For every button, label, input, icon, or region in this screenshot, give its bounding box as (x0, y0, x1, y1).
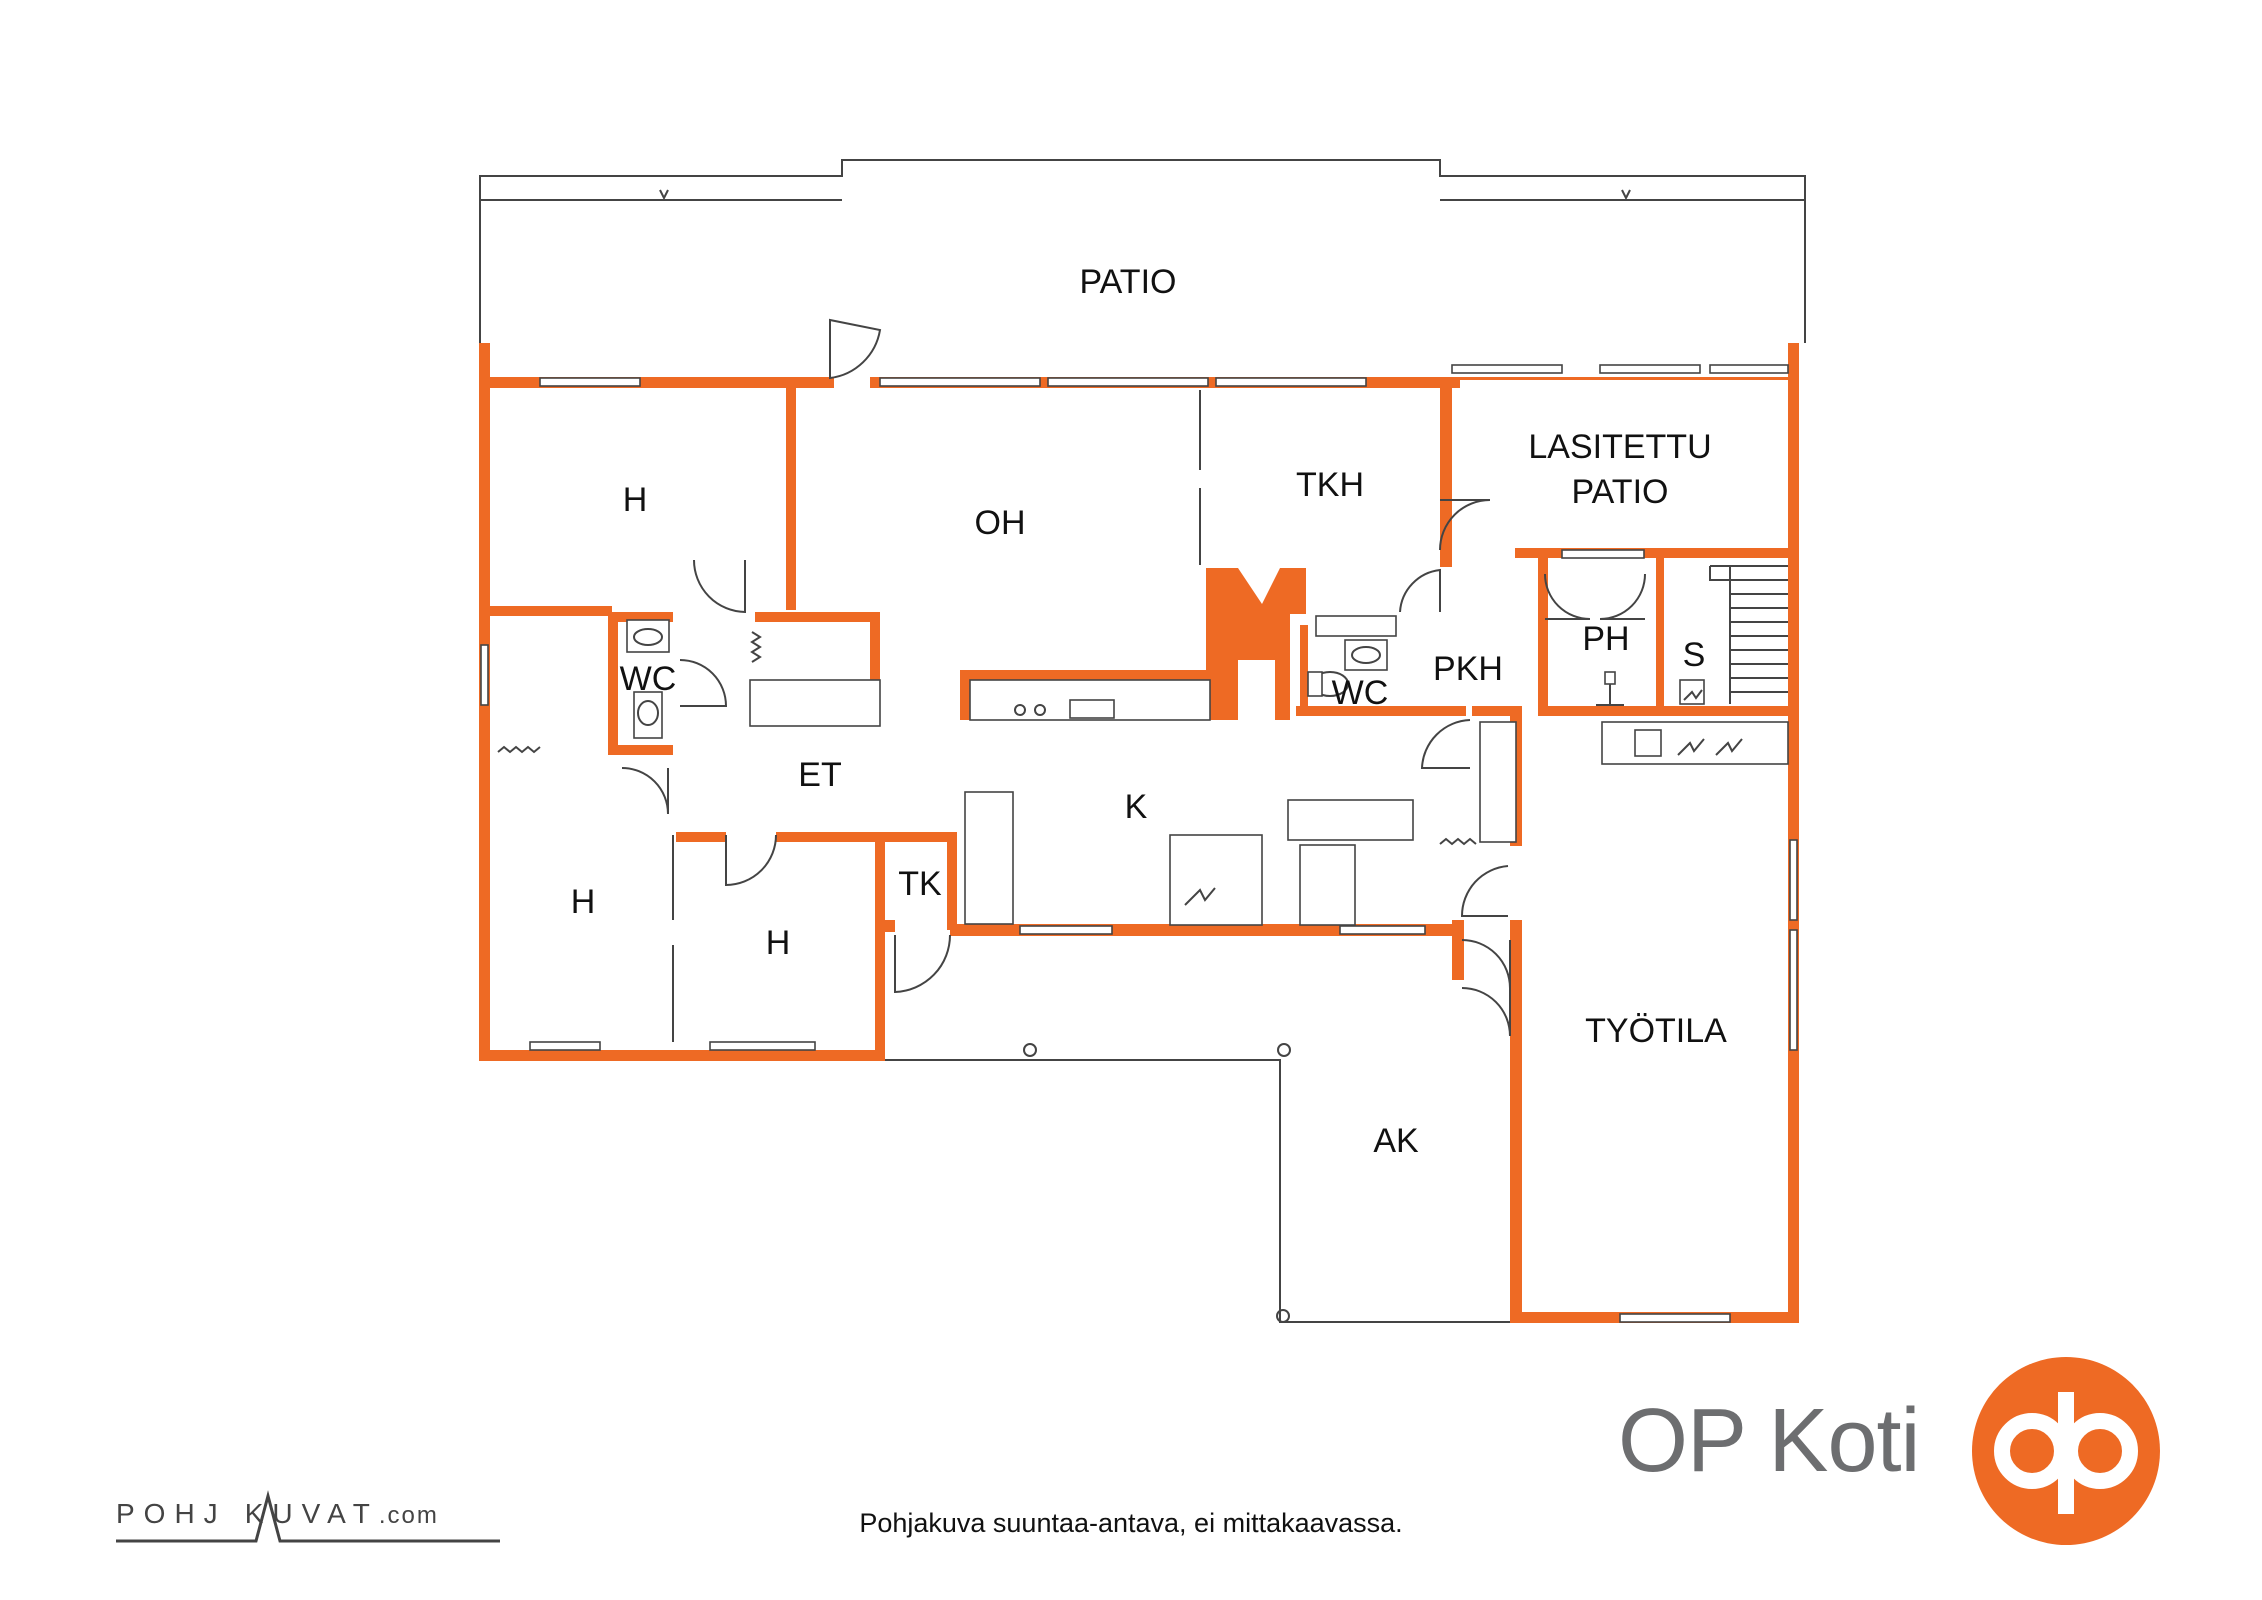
doors (621, 318, 1646, 1037)
disclaimer-caption: Pohjakuva suuntaa-antava, ei mittakaavas… (859, 1508, 1403, 1538)
room-label-h-top: H (623, 481, 648, 519)
watermark-right: KUVAT (244, 1498, 379, 1529)
room-label-lasitettu-line1: LASITETTU (1528, 428, 1711, 466)
room-label-wc-center: WC (1332, 674, 1389, 712)
watermark: POHJ KUVAT.com (116, 1498, 439, 1530)
watermark-left: POHJ (116, 1498, 227, 1529)
room-label-tk: TK (898, 865, 942, 903)
room-label-k: K (1125, 788, 1148, 826)
room-label-lasitettu-line2: PATIO (1572, 473, 1669, 511)
watermark-graphic (116, 1490, 500, 1543)
room-label-s: S (1683, 636, 1706, 674)
room-label-pkh: PKH (1433, 650, 1503, 688)
room-label-patio: PATIO (1080, 263, 1177, 301)
fixtures (497, 565, 1789, 926)
watermark-suffix: .com (378, 1502, 439, 1529)
room-label-ak: AK (1373, 1122, 1419, 1160)
room-label-h-left: H (571, 883, 596, 921)
room-label-ph: PH (1582, 620, 1629, 658)
room-label-wc-left: WC (620, 660, 677, 698)
patio-outline (479, 159, 1806, 343)
room-label-h-mid: H (766, 924, 791, 962)
brand-name: OP Koti (1618, 1391, 1920, 1491)
room-labels: PATIO LASITETTU PATIO H OH TKH WC WC PKH… (571, 263, 1727, 1160)
room-label-et: ET (798, 756, 841, 794)
windows (480, 364, 1798, 1323)
room-label-tyotila: TYÖTILA (1585, 1012, 1727, 1050)
op-logo (1972, 1357, 2160, 1545)
carport-outline (885, 1043, 1522, 1323)
room-label-tkh: TKH (1296, 466, 1364, 504)
room-label-oh: OH (975, 504, 1026, 542)
